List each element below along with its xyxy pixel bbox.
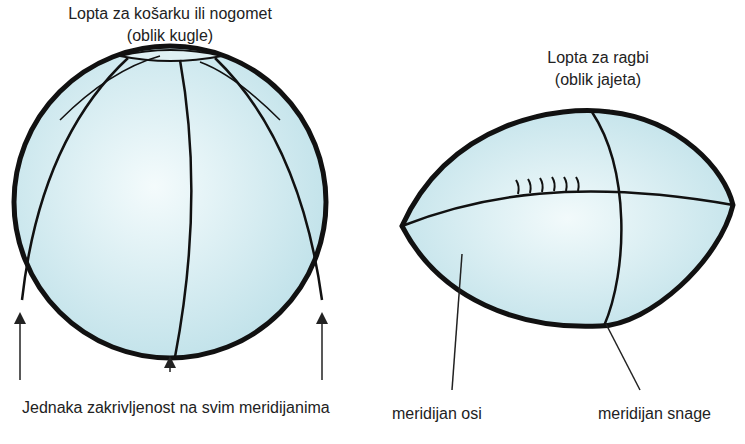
caption-text: Jednaka zakrivljenost na svim meridijani… <box>22 398 342 418</box>
heading-text: Lopta za košarku ili nogomet <box>68 4 272 24</box>
heading-text: Lopta za ragbi <box>547 48 648 68</box>
part-label: meridijan snage <box>598 404 711 424</box>
part-label: meridijan osi <box>392 404 482 424</box>
rugby-ball <box>402 111 733 327</box>
leader-lines <box>452 254 640 390</box>
heading-note: (oblik jajeta) <box>555 70 641 90</box>
heading-note: (oblik kugle) <box>127 26 213 46</box>
sphere-ball <box>14 46 326 358</box>
pointer-arrows <box>20 318 322 380</box>
